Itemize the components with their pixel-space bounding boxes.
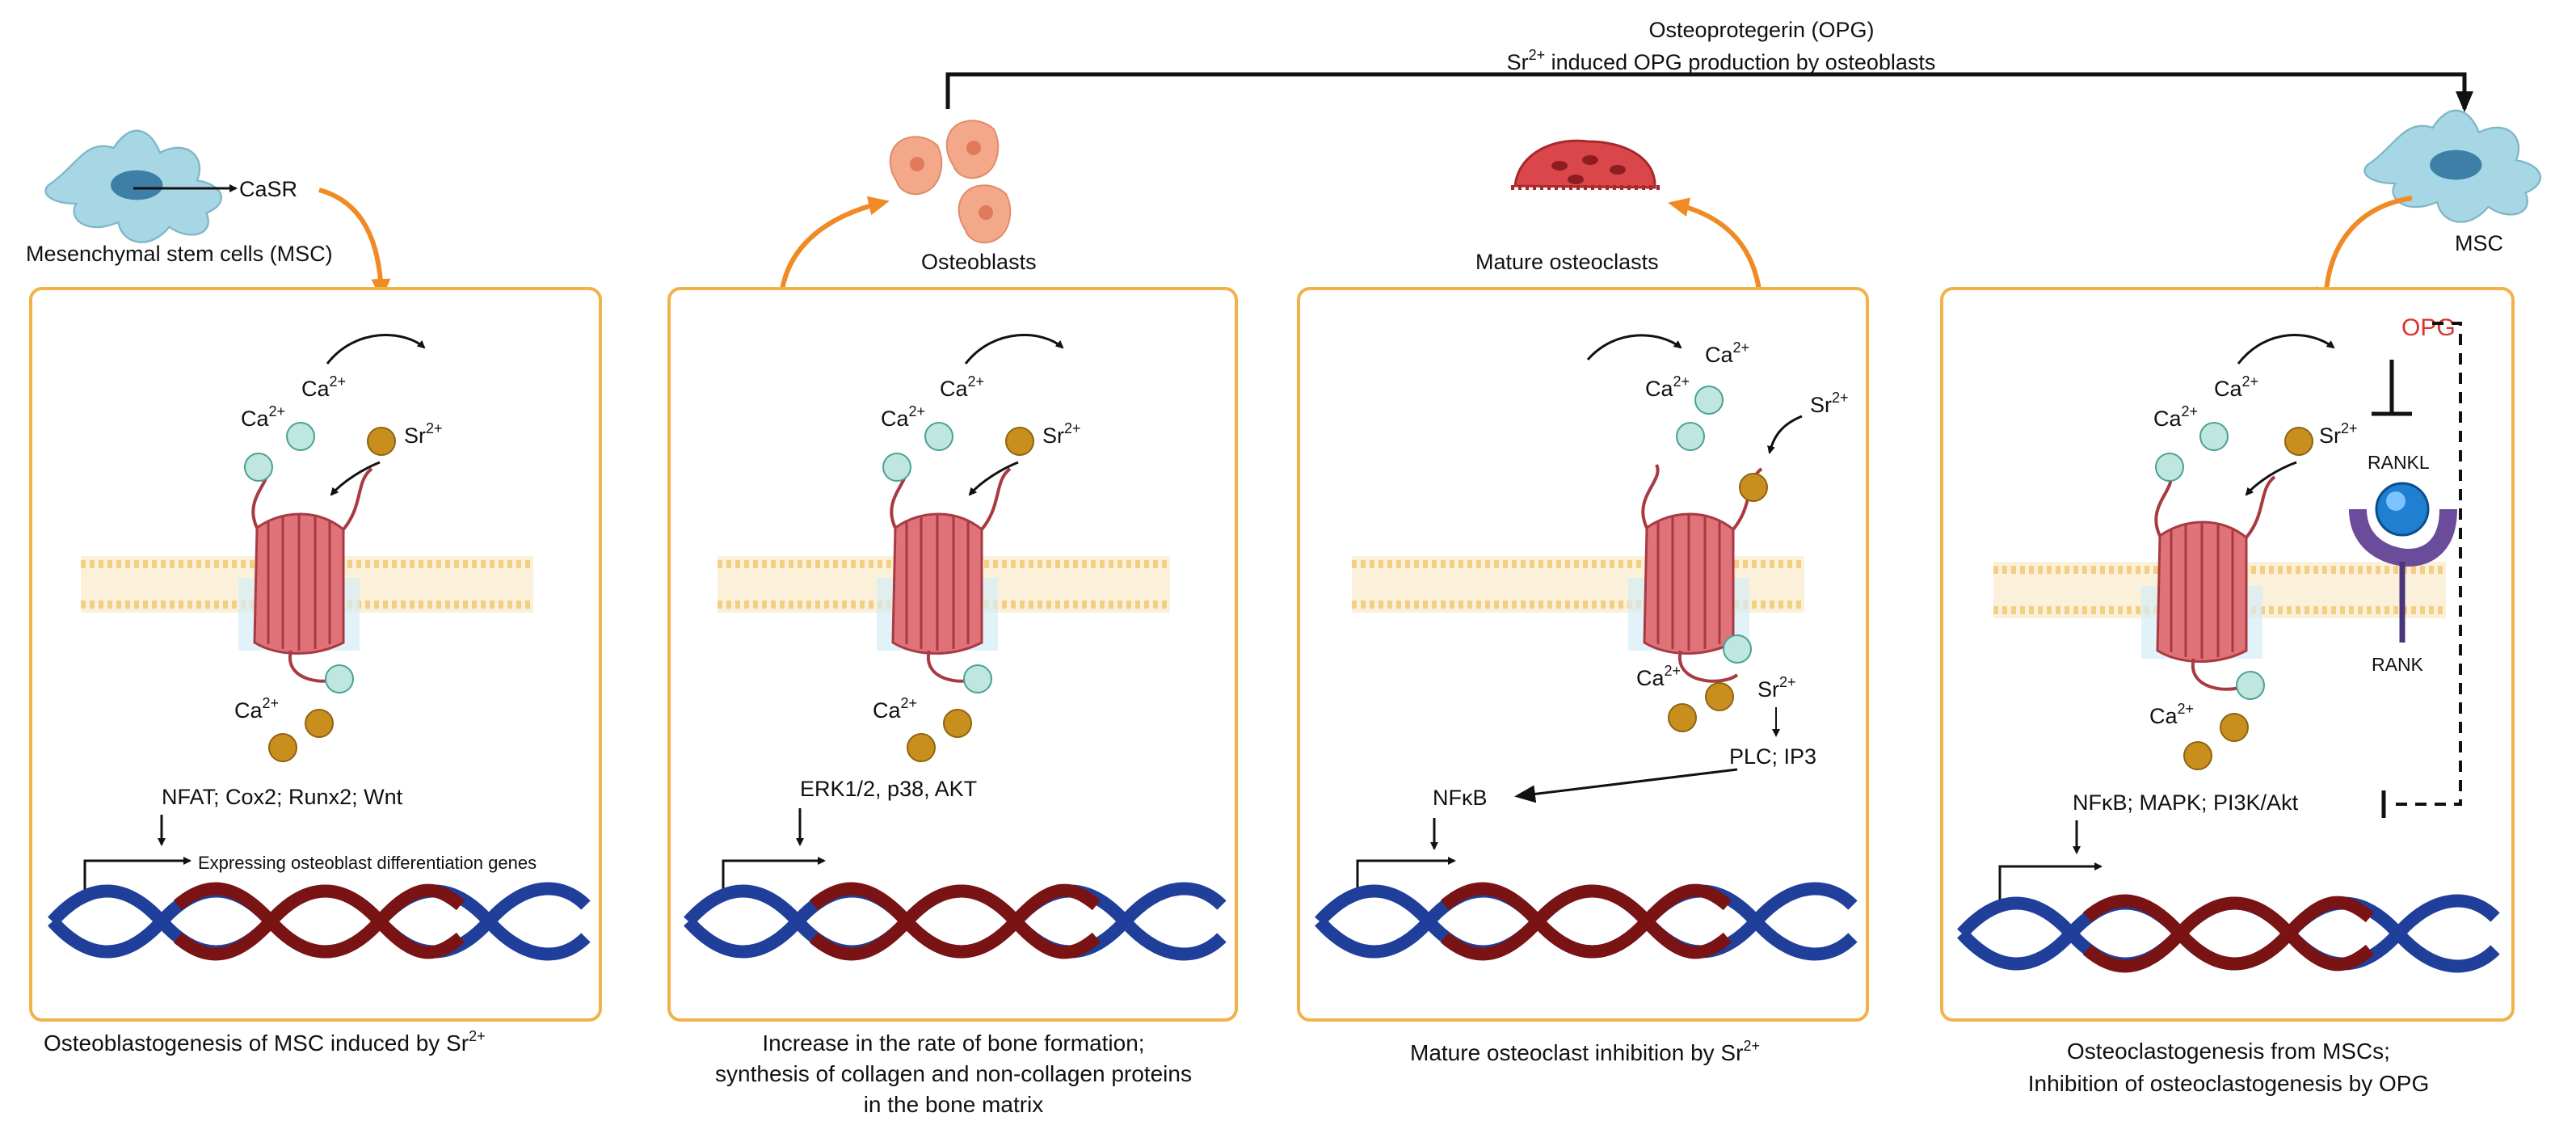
pathway-p3: PLC; IP3 — [1729, 744, 1816, 769]
ca-ion — [1723, 634, 1752, 664]
sr-ion — [2183, 741, 2212, 770]
ca-label-p2b: Ca2+ — [881, 403, 925, 431]
osteoclast-cell — [1511, 139, 1661, 190]
orange-arrow-2 — [779, 196, 890, 296]
caption-p4-line1: Osteoclastogenesis from MSCs; — [2067, 1039, 2390, 1064]
sr-ion — [2220, 713, 2249, 742]
sr-ion — [1005, 427, 1034, 456]
sr-ion — [1739, 473, 1768, 502]
ca-label-p4b: Ca2+ — [2153, 403, 2198, 431]
sr-ion — [2284, 427, 2313, 456]
caption-p3: Mature osteoclast inhibition by Sr2+ — [1410, 1038, 1760, 1065]
casr-label: CaSR — [239, 177, 297, 201]
msc-left-label: Mesenchymal stem cells (MSC) — [26, 242, 333, 266]
msc-right-label: MSC — [2455, 231, 2503, 255]
panel-osteoblastogenesis: Ca2+ Ca2+ Sr2+ Ca2+ NFAT; Cox2; Runx2; W… — [29, 287, 602, 1056]
sr-ion — [1705, 682, 1734, 711]
caption-p2-line2: synthesis of collagen and non-collagen p… — [715, 1061, 1192, 1086]
ca-label-p2c: Ca2+ — [873, 695, 917, 723]
orange-arrow-4 — [2316, 196, 2413, 308]
ca-label-p1c: Ca2+ — [234, 695, 279, 723]
ca-ion — [924, 422, 953, 451]
panel-osteoclast-inhibition: Ca2+ Ca2+ Sr2+ Ca2+ Sr2+ PLC; IP3 NFκB M… — [1297, 287, 1869, 1065]
sr-ion — [367, 427, 396, 456]
rankl-rank-complex — [2349, 482, 2457, 643]
caption-p2-line3: in the bone matrix — [864, 1092, 1044, 1117]
orange-arrow-1 — [318, 188, 391, 300]
ca-ion — [2236, 671, 2265, 700]
ca-ion — [1676, 422, 1705, 451]
opg-header-line1: Osteoprotegerin (OPG) — [1648, 18, 1874, 42]
opg-feedback-arrow — [945, 72, 2473, 112]
signals-p1: NFAT; Cox2; Runx2; Wnt — [162, 785, 403, 809]
sr-ion — [1668, 703, 1697, 732]
gene-label-p1: Expressing osteoblast differentiation ge… — [198, 853, 537, 873]
ca-ion — [2199, 422, 2229, 451]
osteoblast-cell-3 — [958, 184, 1012, 244]
ca-ion — [325, 664, 354, 693]
osteoblast-cell-2 — [945, 120, 1000, 179]
opg-dashed-path — [2388, 322, 2462, 806]
ca-label-p4c: Ca2+ — [2149, 701, 2194, 728]
panel-osteoclastogenesis: Ca2+ Ca2+ Sr2+ Ca2+ OPG RANKL RANK NFκB;… — [1940, 287, 2515, 1096]
msc-cell-left — [44, 129, 223, 243]
ca-ion — [244, 453, 273, 482]
osteoblast-cell-1 — [889, 136, 943, 196]
sr-ion — [305, 709, 334, 738]
caption-p1: Osteoblastogenesis of MSC induced by Sr2… — [44, 1028, 486, 1056]
sr-ion — [907, 733, 936, 762]
orange-arrow-3 — [1668, 197, 1762, 296]
ca-label-p4a: Ca2+ — [2214, 373, 2258, 401]
ca-label-p2a: Ca2+ — [940, 373, 984, 401]
rankl-label: RANKL — [2368, 452, 2430, 473]
ca-label-p3c: Ca2+ — [1636, 663, 1681, 690]
ca-label-p1b: Ca2+ — [241, 403, 285, 431]
panel-bone-formation: Ca2+ Ca2+ Sr2+ Ca2+ ERK1/2, p38, AKT Inc… — [667, 287, 1238, 1117]
opg-label: OPG — [2401, 314, 2456, 341]
ca-label-p3a: Ca2+ — [1705, 339, 1749, 367]
osteoblasts-label: Osteoblasts — [921, 250, 1037, 274]
caption-p2-line1: Increase in the rate of bone formation; — [762, 1031, 1144, 1056]
sr-label-p3b: Sr2+ — [1757, 674, 1796, 702]
sr-ion — [268, 733, 297, 762]
sr-ion — [943, 709, 972, 738]
sr-label-p2: Sr2+ — [1042, 420, 1081, 448]
ca-ion — [882, 453, 911, 482]
ca-ion — [286, 422, 315, 451]
ca-ion — [963, 664, 992, 693]
sr-label-p4: Sr2+ — [2319, 420, 2358, 448]
sr-label-p3: Sr2+ — [1810, 390, 1849, 417]
ca-label-p1a: Ca2+ — [301, 373, 346, 401]
signals-p4: NFκB; MAPK; PI3K/Akt — [2073, 790, 2299, 815]
ca-ion — [1694, 386, 1724, 415]
sr-label-p1: Sr2+ — [404, 420, 443, 448]
ca-label-p3b: Ca2+ — [1645, 373, 1690, 401]
signals-p3: NFκB — [1433, 786, 1488, 810]
caption-p4-line2: Inhibition of osteoclastogenesis by OPG — [2028, 1071, 2430, 1096]
rank-label: RANK — [2372, 654, 2424, 675]
ca-ion — [2155, 453, 2184, 482]
signals-p2: ERK1/2, p38, AKT — [800, 777, 977, 801]
mature-osteoclasts-label: Mature osteoclasts — [1475, 250, 1659, 274]
opg-header-line2: Sr2+ induced OPG production by osteoblas… — [1507, 47, 1936, 74]
